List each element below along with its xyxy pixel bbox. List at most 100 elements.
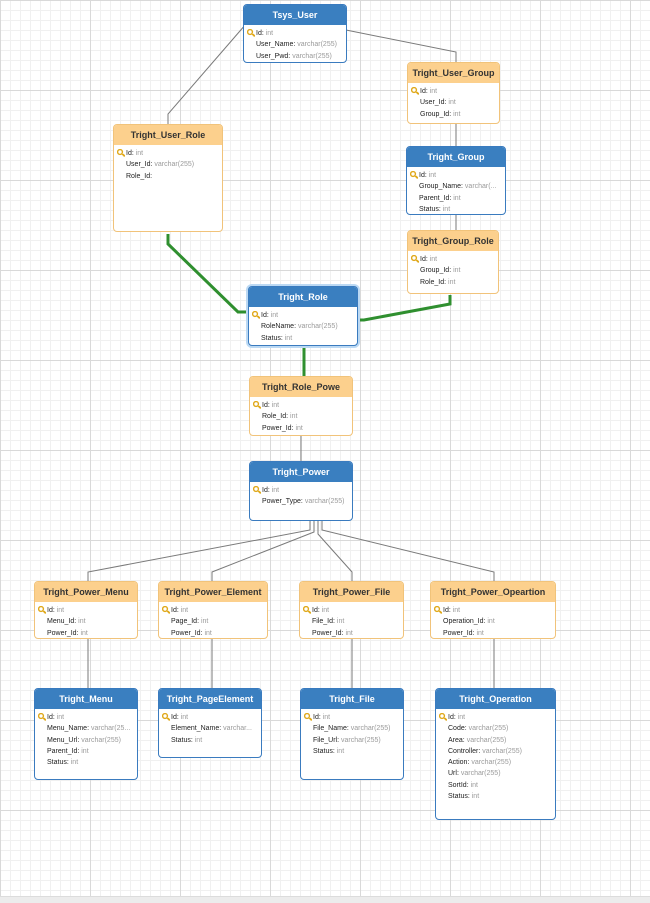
field-row[interactable]: Url: varchar(255): [436, 768, 555, 779]
primary-key-icon: [247, 29, 255, 38]
field-row[interactable]: Operation_Id: int: [431, 616, 555, 627]
field-row[interactable]: Menu_Id: int: [35, 616, 137, 627]
field-separator: :: [444, 99, 449, 107]
field-row[interactable]: User_Name: varchar(255): [244, 39, 346, 50]
field-row[interactable]: Role_Id: int: [408, 277, 498, 288]
field-row[interactable]: Id: int: [408, 254, 498, 265]
field-row[interactable]: Power_Id: int: [35, 628, 137, 638]
field-name: Group_Id: [420, 110, 450, 118]
horizontal-scrollbar[interactable]: [0, 896, 650, 903]
field-row[interactable]: RoleName: varchar(255): [249, 321, 357, 332]
field-name: Status: [448, 793, 468, 801]
field-row[interactable]: Id: int: [244, 28, 346, 39]
link-user-to-user-group[interactable]: [345, 29, 457, 62]
field-row[interactable]: Id: int: [250, 485, 352, 496]
field-type: varchar(255): [471, 759, 512, 767]
link-group-role-to-role[interactable]: [358, 295, 452, 322]
link-power-to-power-file[interactable]: [317, 521, 353, 581]
field-row[interactable]: File_Name: varchar(255): [301, 723, 403, 734]
field-row[interactable]: Id: int: [249, 310, 357, 321]
link-user-role-to-role[interactable]: [166, 234, 248, 314]
field-type: int: [81, 747, 89, 755]
field-name: Id: [126, 150, 132, 157]
field-row[interactable]: Id: int: [35, 605, 137, 616]
field-row[interactable]: User_Pwd: varchar(255): [244, 51, 346, 62]
field-row[interactable]: Status: int: [407, 204, 505, 214]
link-power-to-power-element[interactable]: [211, 521, 315, 581]
field-row[interactable]: Power_Id: int: [250, 423, 352, 434]
field-row[interactable]: Menu_Name: varchar(25...: [35, 723, 137, 734]
field-row[interactable]: SortId: int: [436, 780, 555, 791]
link-power-to-power-opeartion[interactable]: [321, 521, 495, 581]
link-power-to-power-menu[interactable]: [87, 521, 311, 581]
field-type: varchar(255): [81, 736, 121, 744]
field-row[interactable]: Code: varchar(255): [436, 723, 555, 734]
field-name: Power_Id: [312, 629, 342, 637]
field-type: varchar(255): [350, 725, 391, 733]
field-row[interactable]: Menu_Url: varchar(255): [35, 735, 137, 746]
field-row[interactable]: Id: int: [436, 712, 555, 723]
field-row[interactable]: User_Id: int: [408, 97, 499, 108]
field-row[interactable]: Id: int: [407, 170, 505, 181]
field-row[interactable]: Status: int: [249, 333, 357, 344]
field-row[interactable]: Role_Id:: [114, 171, 222, 182]
field-row[interactable]: Parent_Id: int: [35, 746, 137, 757]
field-row[interactable]: Id: int: [250, 400, 352, 411]
link-user-to-user-role[interactable]: [167, 23, 247, 124]
field-row[interactable]: Id: int: [408, 86, 499, 97]
field-row[interactable]: Id: int: [35, 712, 137, 723]
field-row[interactable]: Power_Id: int: [431, 628, 555, 638]
field-row[interactable]: Id: int: [301, 712, 403, 723]
field-row[interactable]: Page_Id: int: [159, 616, 267, 627]
field-row[interactable]: Group_Name: varchar(...: [407, 181, 505, 192]
field-row[interactable]: File_Url: varchar(255): [301, 735, 403, 746]
field-row[interactable]: Status: int: [436, 791, 555, 802]
field-type: int: [345, 629, 353, 637]
field-row[interactable]: Parent_Id: int: [407, 193, 505, 204]
field-row[interactable]: Controller: varchar(255): [436, 746, 555, 757]
field-row[interactable]: Id: int: [300, 605, 403, 616]
field-row[interactable]: Id: int: [431, 605, 555, 616]
field-row[interactable]: Id: int: [114, 148, 222, 159]
field-row[interactable]: Action: varchar(255): [436, 757, 555, 768]
field-row[interactable]: Id: int: [159, 712, 261, 723]
field-row[interactable]: Status: int: [301, 746, 403, 757]
field-row[interactable]: Id: int: [159, 605, 267, 616]
field-separator: :: [464, 725, 469, 733]
field-row[interactable]: Area: varchar(255): [436, 735, 555, 746]
field-row[interactable]: Group_Id: int: [408, 109, 499, 120]
field-row[interactable]: Power_Type: varchar(255): [250, 496, 352, 507]
field-row[interactable]: Role_Id: int: [250, 411, 352, 422]
field-name: Id: [171, 714, 177, 721]
field-row[interactable]: User_Id: varchar(255): [114, 159, 222, 170]
field-row[interactable]: Status: int: [159, 735, 261, 746]
field-separator: :: [74, 618, 79, 626]
field-row[interactable]: Power_Id: int: [159, 628, 267, 638]
field-row[interactable]: Element_Name: varchar...: [159, 723, 261, 734]
field-separator: :: [77, 736, 82, 744]
primary-key-icon: [252, 311, 260, 320]
field-type: int: [336, 618, 345, 626]
field-row[interactable]: Group_Id: int: [408, 265, 498, 276]
field-row[interactable]: File_Id: int: [300, 616, 403, 627]
field-row[interactable]: Status: int: [35, 757, 137, 768]
field-row[interactable]: Power_Id: int: [300, 628, 403, 638]
